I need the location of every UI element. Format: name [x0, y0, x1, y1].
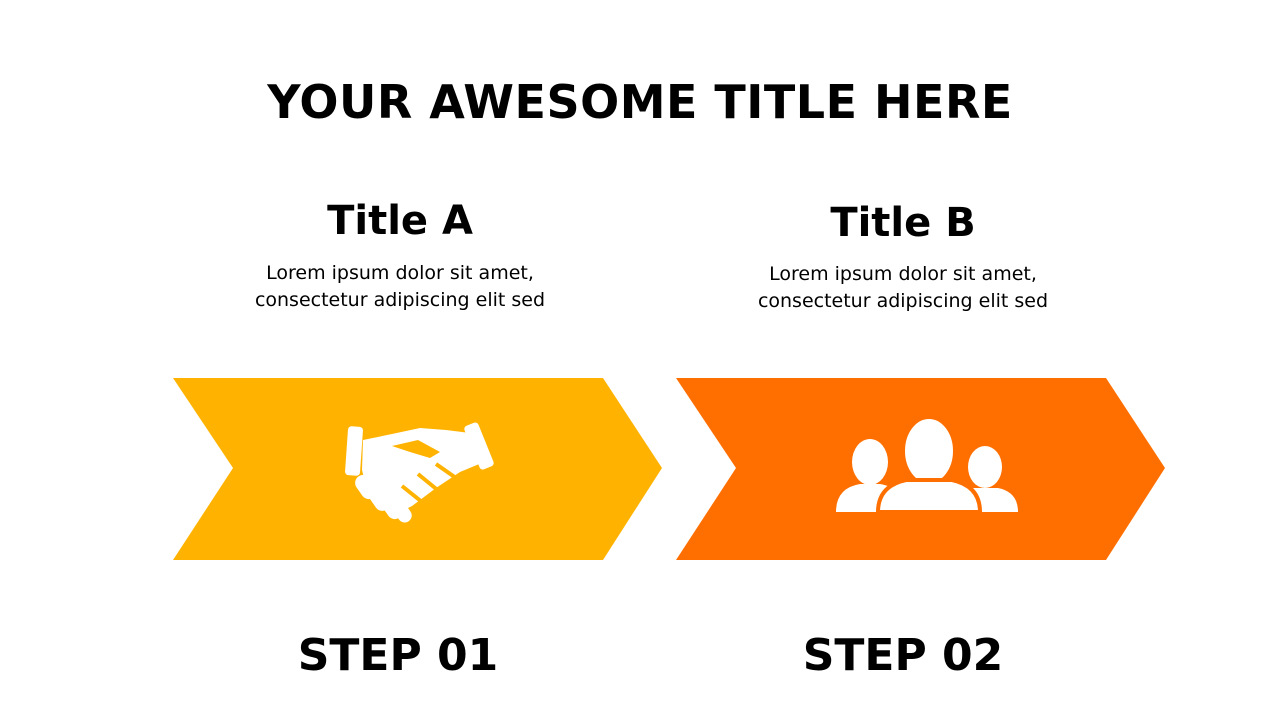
- step-1-description-line-2: consectetur adipiscing elit sed: [254, 289, 546, 311]
- step-1-heading: Title A: [327, 198, 473, 244]
- handshake-icon: [345, 422, 494, 523]
- step-1-label: STEP 01: [297, 630, 499, 681]
- step-2-label: STEP 02: [802, 630, 1004, 681]
- step-1-description: Lorem ipsum dolor sit amet, consectetur …: [170, 260, 630, 314]
- step-2-description: Lorem ipsum dolor sit amet, consectetur …: [673, 261, 1133, 315]
- step-1-description-line-1: Lorem ipsum dolor sit amet,: [266, 262, 534, 284]
- step-2-description-line-1: Lorem ipsum dolor sit amet,: [769, 263, 1037, 285]
- step-2-heading: Title B: [830, 200, 976, 246]
- group-users-icon: [836, 415, 1018, 514]
- step-2-description-line-2: consectetur adipiscing elit sed: [757, 290, 1049, 312]
- page-title: YOUR AWESOME TITLE HERE: [267, 75, 1013, 129]
